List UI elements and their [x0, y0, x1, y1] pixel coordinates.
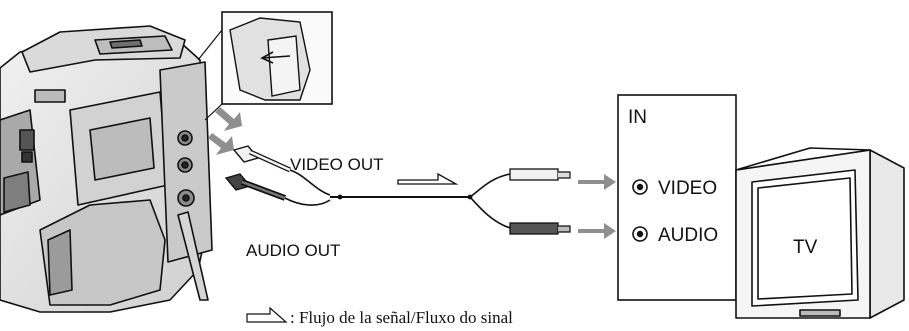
camcorder — [0, 25, 213, 313]
hollow-arrow-icon — [397, 172, 459, 185]
video-in-label: VIDEO — [658, 178, 717, 199]
jack-cover-inset — [221, 11, 333, 105]
legend: : Flujo de la señal/Fluxo do sinal — [246, 306, 513, 327]
input-panel: IN VIDEO AUDIO — [617, 94, 737, 301]
tv-label: TV — [793, 237, 818, 258]
gray-arrow-icon — [208, 107, 242, 155]
audio-out-label: AUDIO OUT — [246, 241, 340, 260]
gray-arrow-icon — [578, 174, 616, 239]
legend-text: : Flujo de la señal/Fluxo do sinal — [290, 308, 513, 327]
rca-jack-icon — [632, 179, 648, 195]
video-out-label: VIDEO OUT — [290, 155, 384, 174]
inset-leader — [197, 29, 223, 121]
tv-set — [735, 147, 905, 319]
hollow-arrow-icon — [246, 306, 288, 323]
av-cable — [224, 145, 571, 235]
input-panel-label: IN — [628, 107, 647, 128]
rca-jack-icon — [632, 226, 648, 242]
audio-in-label: AUDIO — [658, 225, 718, 246]
